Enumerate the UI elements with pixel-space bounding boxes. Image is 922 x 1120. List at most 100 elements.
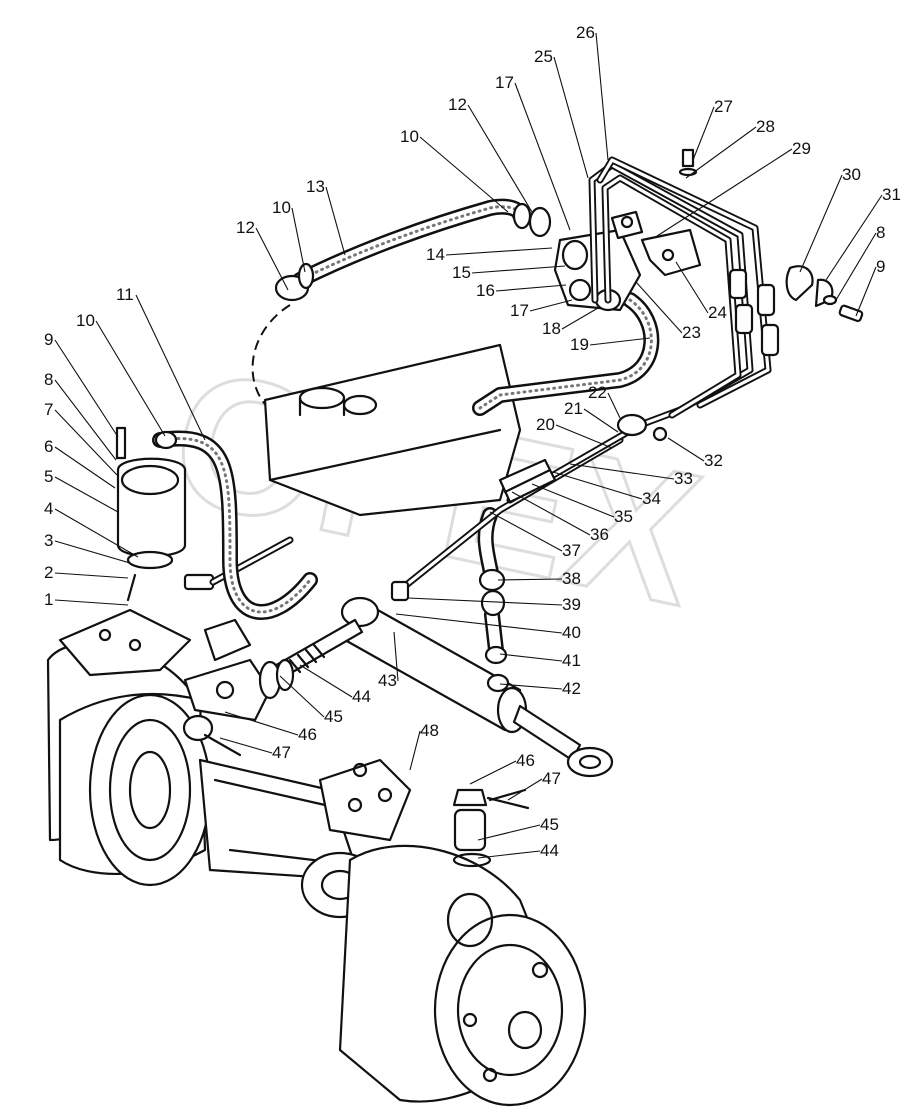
- leader-line: [569, 463, 675, 480]
- callout-labels: 1234567891011121013101217252627282930318…: [44, 23, 901, 860]
- callout-number: 46: [516, 751, 535, 770]
- leader-line: [499, 683, 563, 690]
- callout-14: 14: [426, 245, 553, 264]
- leader-line: [471, 265, 566, 274]
- callout-number: 28: [756, 117, 775, 136]
- callout-number: 10: [272, 198, 291, 217]
- callout-number: 44: [352, 687, 371, 706]
- leader-line: [54, 446, 116, 489]
- callout-number: 18: [542, 319, 561, 338]
- leader-line: [507, 778, 543, 801]
- leader-line: [607, 392, 621, 419]
- callout-2: 2: [44, 563, 129, 582]
- callout-number: 30: [842, 165, 861, 184]
- leader-line: [531, 483, 615, 518]
- leader-line: [667, 437, 705, 462]
- callout-26: 26: [576, 23, 609, 161]
- callout-number: 42: [562, 679, 581, 698]
- leader-line: [635, 281, 683, 334]
- callout-number: 3: [44, 531, 53, 550]
- leader-line: [469, 760, 517, 785]
- callout-48: 48: [409, 721, 439, 771]
- callout-number: 8: [876, 223, 885, 242]
- callout-24: 24: [675, 261, 727, 322]
- callout-number: 25: [534, 47, 553, 66]
- callout-number: 48: [420, 721, 439, 740]
- leader-line: [477, 824, 541, 841]
- callout-9: 9: [855, 257, 885, 317]
- leader-line: [255, 227, 289, 291]
- callout-number: 15: [452, 263, 471, 282]
- callout-23: 23: [635, 281, 701, 342]
- callout-number: 32: [704, 451, 723, 470]
- callout-39: 39: [407, 595, 581, 614]
- leader-line: [675, 261, 709, 314]
- leader-line: [495, 284, 567, 292]
- leader-line: [552, 471, 643, 500]
- leader-line: [291, 207, 306, 273]
- callout-number: 33: [674, 469, 693, 488]
- callout-40: 40: [395, 613, 581, 642]
- callout-number: 29: [792, 139, 811, 158]
- leader-line: [555, 424, 613, 449]
- leader-line: [497, 578, 563, 581]
- leader-line: [299, 664, 353, 698]
- leader-line: [325, 186, 346, 256]
- callout-number: 16: [476, 281, 495, 300]
- hose-19: [472, 292, 660, 416]
- callout-number: 13: [306, 177, 325, 196]
- callout-12: 12: [236, 218, 289, 291]
- callout-7: 7: [44, 400, 118, 476]
- callout-6: 6: [44, 437, 116, 489]
- callout-number: 7: [44, 400, 53, 419]
- leader-line: [54, 599, 129, 606]
- front-axle: [46, 608, 587, 1107]
- callout-5: 5: [44, 467, 119, 513]
- callout-11: 11: [116, 285, 206, 441]
- leader-line: [692, 106, 715, 161]
- leader-line: [395, 613, 563, 634]
- callout-number: 36: [590, 525, 609, 544]
- callout-number: 17: [510, 301, 529, 320]
- callout-42: 42: [499, 679, 581, 698]
- callout-number: 46: [298, 725, 317, 744]
- callout-number: 31: [882, 185, 901, 204]
- leader-line: [553, 56, 589, 179]
- callout-number: 24: [708, 303, 727, 322]
- callout-37: 37: [489, 511, 581, 560]
- callout-number: 4: [44, 499, 53, 518]
- callout-22: 22: [588, 383, 621, 419]
- leader-line: [445, 247, 553, 256]
- callout-21: 21: [564, 399, 619, 433]
- callout-19: 19: [570, 335, 651, 354]
- callout-number: 39: [562, 595, 581, 614]
- callout-number: 44: [540, 841, 559, 860]
- steering-cylinder: [182, 596, 614, 810]
- cylinder-feed-pipe: [390, 413, 668, 602]
- callout-17: 17: [510, 299, 573, 320]
- callout-number: 27: [714, 97, 733, 116]
- callout-20: 20: [536, 415, 613, 449]
- leader-line: [855, 266, 877, 317]
- callout-10: 10: [272, 198, 306, 273]
- callout-18: 18: [542, 307, 599, 338]
- leader-line: [419, 136, 509, 213]
- leader-line: [279, 675, 325, 718]
- leader-line: [825, 194, 883, 281]
- steering-valve: [553, 210, 644, 312]
- leader-line: [54, 540, 131, 564]
- leader-line: [393, 631, 399, 682]
- callout-29: 29: [653, 139, 811, 239]
- callout-number: 47: [272, 743, 291, 762]
- callout-15: 15: [452, 263, 566, 282]
- callout-44: 44: [477, 841, 559, 860]
- callout-47: 47: [507, 769, 561, 801]
- callout-44: 44: [299, 664, 371, 706]
- leader-line: [685, 126, 757, 179]
- callout-number: 45: [540, 815, 559, 834]
- leader-line: [95, 320, 166, 437]
- callout-35: 35: [531, 483, 633, 526]
- tube-clamp: [785, 265, 864, 323]
- callout-number: 45: [324, 707, 343, 726]
